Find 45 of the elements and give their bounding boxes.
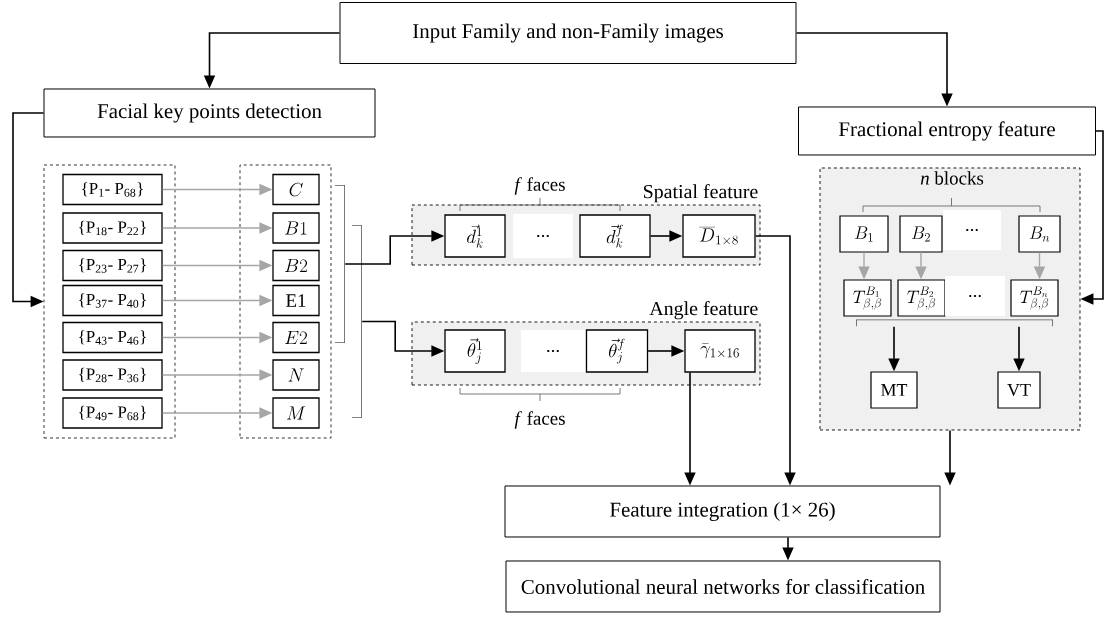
process-box: Input Family and non-Family images bbox=[339, 2, 797, 64]
block-box: VT bbox=[997, 371, 1041, 409]
block-box: $T_{\beta,\beta}^{B_2}$ bbox=[897, 279, 946, 317]
region-box: $N$ bbox=[272, 359, 320, 391]
region-box: $E2$ bbox=[272, 321, 320, 354]
node-label: Angle feature bbox=[649, 301, 758, 320]
process-box: Feature integration (1× 26) bbox=[504, 485, 941, 538]
keypoint-box: {P$_{49}$- P$_{68}$} bbox=[62, 397, 163, 429]
brace bbox=[335, 185, 345, 343]
ellipsis: ... bbox=[513, 214, 573, 258]
keypoint-box: {P$_{37}$- P$_{40}$} bbox=[62, 284, 163, 317]
block-box: $B_1$ bbox=[839, 215, 889, 253]
keypoint-box: {P$_{23}$- P$_{27}$} bbox=[62, 249, 163, 282]
node-label: Spatial feature bbox=[643, 184, 758, 203]
feature-box: $\vec{d}_k^f$ bbox=[579, 214, 651, 258]
feature-box: $\vec{\theta}_j^f$ bbox=[585, 329, 649, 373]
block-box: $B_2$ bbox=[899, 215, 943, 253]
feature-box: $\bar{\gamma}_{1\times 16}$ bbox=[684, 329, 756, 373]
keypoint-box: {P$_{28}$- P$_{36}$} bbox=[62, 359, 163, 391]
block-box: MT bbox=[870, 371, 918, 409]
brace bbox=[856, 319, 1053, 327]
feature-box: $\vec{d}_k^1$ bbox=[444, 214, 506, 258]
process-box: Convolutional neural networks for classification bbox=[505, 560, 941, 613]
ellipsis: ... bbox=[943, 210, 1001, 250]
feature-box: $\overline{D}_{1\times 8}$ bbox=[682, 214, 756, 258]
region-box: $M$ bbox=[272, 397, 320, 429]
ellipsis: ... bbox=[945, 276, 1005, 316]
region-box: $B2$ bbox=[272, 249, 320, 282]
ellipsis: ... bbox=[521, 330, 585, 372]
brace bbox=[352, 225, 362, 418]
block-box: $T_{\beta,\beta}^{B_1}$ bbox=[843, 279, 892, 317]
process-box: Facial key points detection bbox=[43, 88, 376, 138]
process-box: Fractional entropy feature bbox=[798, 106, 1096, 156]
keypoint-box: {P$_{18}$- P$_{22}$} bbox=[62, 212, 163, 244]
keypoint-box: {P$_{43}$- P$_{46}$} bbox=[62, 321, 163, 354]
brace-label: n blocks bbox=[920, 171, 984, 185]
region-box: $C$ bbox=[272, 173, 320, 206]
feature-box: $\vec{\theta}_j^1$ bbox=[444, 329, 506, 373]
keypoint-box: {P$_{1}$- P$_{68}$} bbox=[62, 173, 163, 206]
brace-label: f faces bbox=[514, 177, 565, 195]
brace-label: f faces bbox=[514, 411, 565, 429]
region-box: E1 bbox=[272, 284, 320, 317]
block-box: $B_n$ bbox=[1018, 215, 1061, 253]
region-box: $B1$ bbox=[272, 212, 320, 244]
block-box: $T_{\beta,\beta}^{B_n}$ bbox=[1010, 279, 1059, 317]
